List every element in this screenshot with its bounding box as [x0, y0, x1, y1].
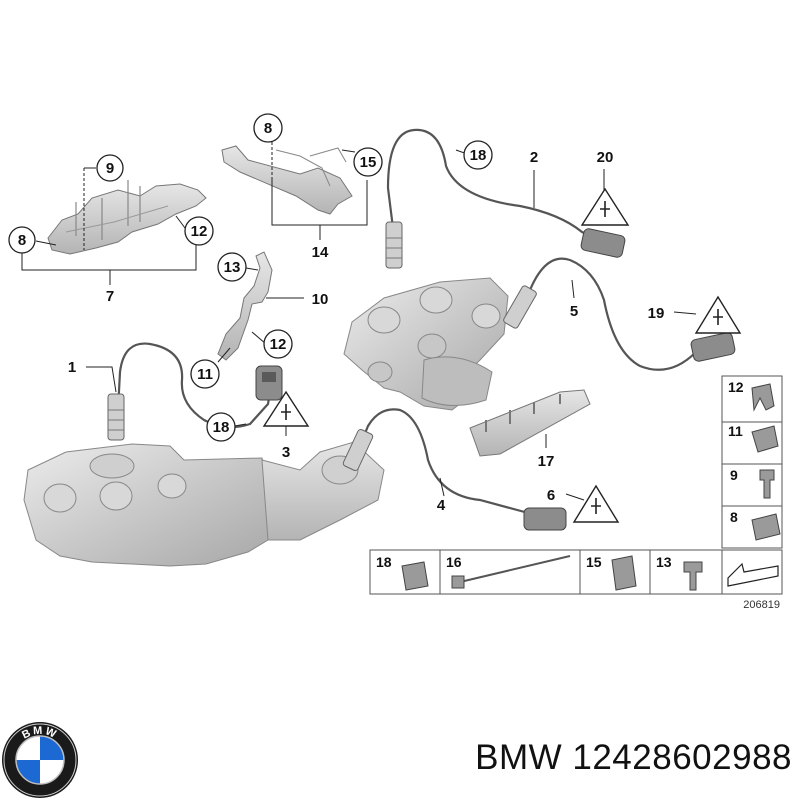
part-caption: BMW 12428602988 [380, 738, 792, 778]
bracket-17 [469, 389, 591, 457]
connector-3 [255, 365, 283, 401]
callout-6-label: 6 [547, 487, 555, 504]
connector-2 [580, 228, 626, 258]
callout-3-label: 3 [282, 444, 290, 461]
heat-shield-7 [47, 180, 207, 255]
heat-shield-14 [221, 145, 353, 215]
warning-triangle-19 [694, 295, 742, 334]
bracket-10 [217, 251, 273, 361]
exhaust-manifold-upper [343, 277, 509, 411]
connector-4 [523, 507, 567, 531]
callout-15-label: 15 [360, 154, 377, 171]
callout-8-top-label: 8 [264, 120, 272, 137]
clip-11-icon [751, 425, 779, 453]
clip-12-icon [751, 383, 775, 412]
callout-bubble-11: 11 [190, 359, 220, 389]
oxygen-sensor-5 [503, 285, 537, 329]
callout-5-label: 5 [570, 303, 578, 320]
clip-18-icon [401, 561, 429, 591]
callout-2-label: 2 [530, 149, 538, 166]
callout-20-label: 20 [597, 149, 614, 166]
legend-16-label: 16 [446, 554, 462, 570]
legend-11-label: 11 [728, 423, 743, 439]
warning-triangle-3 [262, 390, 310, 427]
callout-11-label: 11 [197, 366, 213, 383]
sensor-cable-1 [116, 342, 274, 429]
legend-9-label: 9 [730, 467, 738, 483]
callout-18-top-label: 18 [470, 147, 487, 164]
bolt-9-icon [759, 469, 775, 499]
warning-triangle-6 [572, 484, 620, 523]
exhaust-manifold-lower [23, 441, 385, 567]
callout-14-label: 14 [312, 244, 329, 261]
bolt-13-icon [683, 561, 703, 591]
warning-triangle-20 [580, 187, 630, 226]
callout-8-left-label: 8 [18, 232, 26, 249]
legend-8-label: 8 [730, 509, 738, 525]
part-number: 12428602988 [572, 738, 792, 777]
sensor-cable-5 [519, 257, 697, 371]
svg-text:BMW: BMW [20, 725, 59, 742]
diagram-id: 206819 [743, 599, 780, 611]
callout-12-mid-label: 12 [270, 336, 287, 353]
logo-lettering: BMW [20, 725, 57, 742]
legend-right: 12 11 9 8 [721, 375, 783, 549]
oxygen-sensor-4 [342, 428, 374, 472]
callout-7-label: 7 [106, 288, 114, 305]
callout-bubble-13: 13 [217, 252, 247, 282]
legend-bottom: 18 16 15 13 [369, 549, 783, 595]
callout-4-label: 4 [437, 497, 446, 514]
callout-bubble-12-top: 12 [184, 216, 214, 246]
legend-18-label: 18 [376, 554, 392, 570]
oxygen-sensor-1 [107, 393, 125, 441]
clip-15-icon [611, 555, 637, 591]
callout-13-label: 13 [224, 259, 241, 276]
callout-bubble-9: 9 [96, 154, 124, 182]
sensor-cable-4 [358, 408, 533, 516]
callout-bubble-15: 15 [353, 147, 383, 177]
callout-9-label: 9 [106, 160, 114, 177]
connector-5 [690, 332, 736, 362]
legend-13-label: 13 [656, 554, 672, 570]
callout-18-bottom-label: 18 [213, 419, 230, 436]
callout-1-label: 1 [68, 359, 76, 376]
callout-bubble-8-top: 8 [253, 113, 283, 143]
callout-12-top-label: 12 [191, 223, 208, 240]
arrow-sheet-icon [727, 562, 779, 587]
callout-19-label: 19 [648, 305, 665, 322]
callout-10-label: 10 [312, 291, 329, 308]
callout-bubble-8-left: 8 [8, 226, 36, 254]
brand-name: BMW [475, 738, 563, 777]
callout-leaders-14 [271, 142, 368, 240]
sensor-cable-2 [386, 128, 601, 242]
wire-16-icon [451, 555, 571, 589]
callout-leaders-10 [217, 267, 304, 363]
brand-logo: BMW [2, 722, 78, 798]
callout-17-label: 17 [538, 453, 555, 470]
legend-12-label: 12 [728, 379, 744, 395]
callout-bubble-12-mid: 12 [263, 329, 293, 359]
oxygen-sensor-2 [385, 221, 403, 269]
callout-bubble-18-bottom: 18 [206, 412, 236, 442]
legend-15-label: 15 [586, 554, 602, 570]
nut-8-icon [751, 513, 781, 541]
callout-bubble-18-top: 18 [463, 140, 493, 170]
